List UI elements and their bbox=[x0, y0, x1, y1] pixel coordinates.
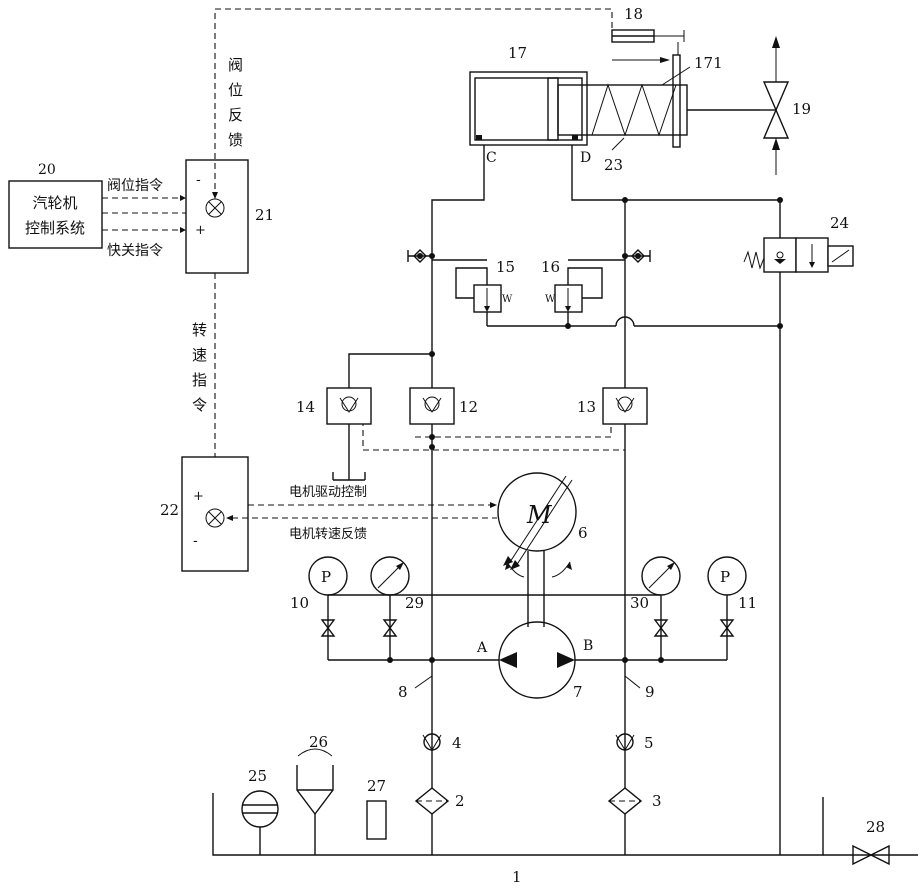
label-27: 27 bbox=[367, 777, 386, 795]
line-labels: 8 9 bbox=[398, 675, 655, 701]
actuator-plate: 171 bbox=[612, 54, 760, 148]
heater-27: 27 bbox=[366, 777, 387, 840]
label-21: 21 bbox=[255, 206, 274, 224]
check-valve-14: 14 bbox=[296, 387, 372, 425]
tank-1: 1 bbox=[212, 793, 918, 886]
cylinder-port-d: D bbox=[580, 150, 591, 166]
cylinder-port-c: C bbox=[486, 150, 497, 166]
label-7: 7 bbox=[573, 683, 583, 701]
control-system-line2: 控制系统 bbox=[25, 219, 85, 237]
label-28: 28 bbox=[866, 818, 885, 836]
label-20: 20 bbox=[38, 162, 56, 178]
motor-signals: 电机驱动控制 电机转速反馈 bbox=[226, 485, 497, 542]
pressure-gauge-29: 29 bbox=[370, 556, 424, 660]
svg-text:-: - bbox=[196, 172, 201, 188]
pump-port-a: A bbox=[476, 640, 488, 656]
air-breather-26: 26 bbox=[296, 733, 334, 855]
command-signals: 阀位指令 快关指令 bbox=[102, 178, 203, 259]
label-16: 16 bbox=[541, 258, 560, 276]
check-valve-12: 12 bbox=[409, 387, 478, 425]
check-valve-5: 5 bbox=[615, 733, 654, 752]
position-sensor-18: 18 bbox=[611, 5, 685, 55]
check-valve-4: 4 bbox=[422, 733, 462, 752]
pump-7: A B 7 bbox=[476, 621, 593, 701]
comparator-22: + - 22 bbox=[160, 456, 249, 572]
label-12: 12 bbox=[459, 398, 478, 416]
pump-port-b: B bbox=[583, 638, 593, 654]
label-30: 30 bbox=[630, 594, 649, 612]
label-23: 23 bbox=[604, 156, 623, 174]
filter-2: 2 bbox=[414, 750, 465, 855]
cylinder-17: 17 C D bbox=[469, 44, 688, 166]
label-3: 3 bbox=[652, 792, 662, 810]
label-29: 29 bbox=[405, 594, 424, 612]
test-port-right bbox=[625, 249, 651, 263]
label-25: 25 bbox=[248, 767, 267, 785]
control-system-line1: 汽轮机 bbox=[32, 194, 77, 212]
svg-text:-: - bbox=[193, 533, 198, 549]
label-4: 4 bbox=[452, 734, 462, 752]
drain-valve-28: 28 bbox=[852, 818, 890, 866]
steam-valve-19: 19 bbox=[760, 36, 811, 175]
spring-23: 23 bbox=[591, 83, 677, 174]
label-24: 24 bbox=[830, 214, 849, 232]
label-18: 18 bbox=[624, 5, 643, 23]
svg-text:W: W bbox=[545, 294, 556, 305]
valve-feedback-label: 阀 位 反 馈 bbox=[228, 56, 243, 149]
filter-3: 3 bbox=[607, 750, 662, 855]
label-15: 15 bbox=[496, 258, 515, 276]
svg-text:P: P bbox=[321, 568, 331, 586]
fast-close-command-label: 快关指令 bbox=[107, 243, 163, 259]
label-6: 6 bbox=[578, 524, 588, 542]
label-2: 2 bbox=[455, 792, 465, 810]
svg-text:反: 反 bbox=[228, 106, 243, 124]
label-9: 9 bbox=[645, 683, 655, 701]
svg-text:速: 速 bbox=[192, 346, 207, 364]
pressure-gauge-30: 30 bbox=[630, 556, 681, 660]
speed-command-label: 转 速 指 令 bbox=[192, 321, 207, 414]
pressure-transmitter-10: P 10 bbox=[290, 556, 660, 660]
valve-feedback-line: 阀 位 反 馈 bbox=[212, 8, 613, 199]
label-22: 22 bbox=[160, 501, 179, 519]
label-10: 10 bbox=[290, 594, 309, 612]
svg-text:P: P bbox=[720, 568, 730, 586]
svg-text:+: + bbox=[195, 223, 206, 238]
label-17: 17 bbox=[508, 44, 527, 62]
control-system-20: 20 汽轮机 控制系统 bbox=[8, 162, 103, 249]
svg-text:馈: 馈 bbox=[228, 131, 243, 149]
svg-text:指: 指 bbox=[192, 371, 207, 389]
svg-text:转: 转 bbox=[192, 321, 207, 339]
label-8: 8 bbox=[398, 683, 408, 701]
check-valve-13: 13 bbox=[577, 387, 648, 425]
test-port-left bbox=[407, 249, 432, 263]
hydraulic-lines bbox=[328, 145, 783, 855]
label-26: 26 bbox=[309, 733, 328, 751]
relief-valve-15: W 15 bbox=[432, 258, 515, 326]
solenoid-valve-24: 24 bbox=[743, 214, 854, 273]
motor-6: M 6 bbox=[497, 472, 588, 627]
svg-text:W: W bbox=[502, 294, 513, 305]
label-171: 171 bbox=[694, 54, 723, 72]
motor-drive-control-label: 电机驱动控制 bbox=[289, 485, 367, 500]
pressure-transmitter-11: P 11 bbox=[707, 556, 757, 660]
label-14: 14 bbox=[296, 398, 315, 416]
relief-valve-16: W 16 bbox=[541, 258, 625, 326]
motor-speed-feedback-label: 电机转速反馈 bbox=[289, 527, 367, 542]
comparator-21: - + 21 bbox=[185, 159, 274, 274]
svg-text:+: + bbox=[193, 489, 204, 504]
label-5: 5 bbox=[644, 734, 654, 752]
label-1: 1 bbox=[512, 868, 522, 886]
label-13: 13 bbox=[577, 398, 596, 416]
svg-text:位: 位 bbox=[228, 81, 243, 99]
motor-symbol: M bbox=[526, 501, 553, 529]
svg-text:令: 令 bbox=[192, 396, 207, 414]
label-11: 11 bbox=[738, 594, 757, 612]
label-19: 19 bbox=[792, 100, 811, 118]
valve-position-command-label: 阀位指令 bbox=[107, 178, 163, 194]
svg-text:阀: 阀 bbox=[228, 56, 243, 74]
level-gauge-25: 25 bbox=[241, 767, 279, 855]
